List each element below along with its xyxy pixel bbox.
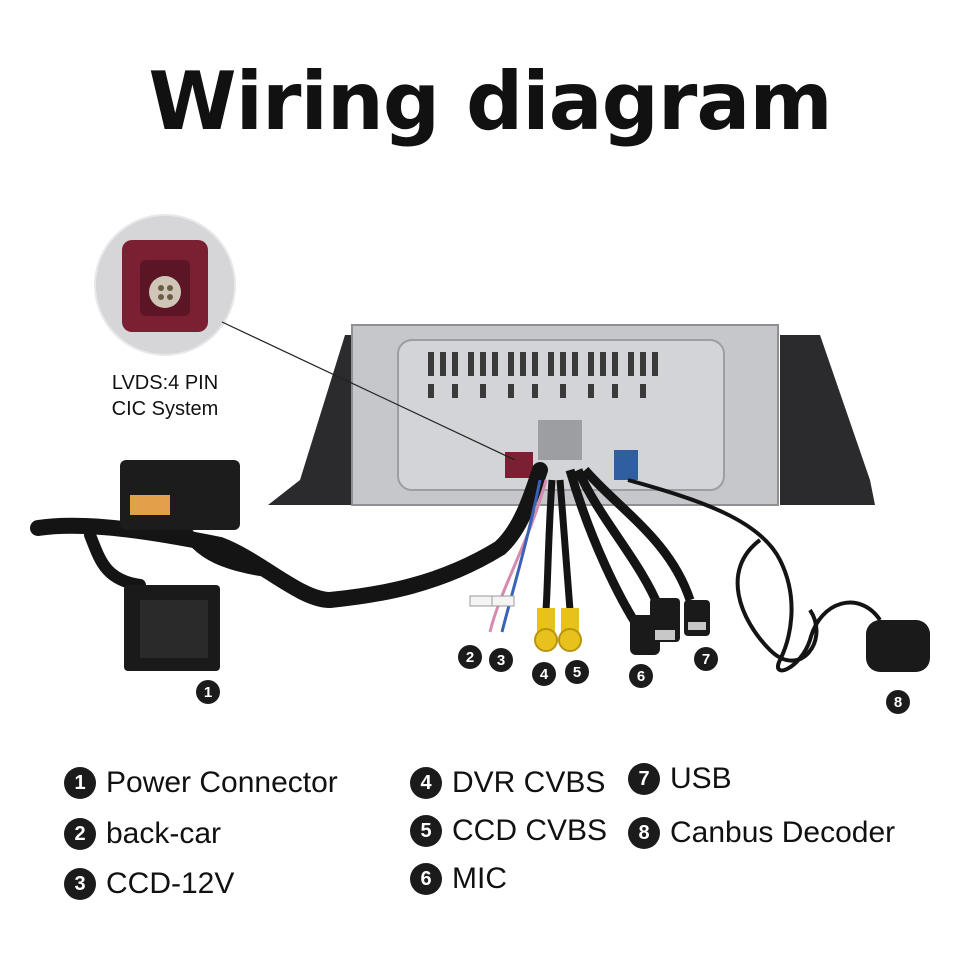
legend-label-8: Canbus Decoder bbox=[670, 816, 896, 849]
canbus-cable bbox=[627, 478, 930, 673]
legend-label-7: USB bbox=[670, 762, 732, 795]
marker-6: 6 bbox=[629, 664, 653, 688]
legend-num-7: 7 bbox=[628, 763, 660, 795]
legend-num-8: 8 bbox=[628, 817, 660, 849]
legend-item-6: 6 MIC bbox=[410, 863, 507, 895]
mic-usb-cables bbox=[565, 467, 710, 655]
marker-4: 4 bbox=[532, 662, 556, 686]
legend-num-3: 3 bbox=[64, 868, 96, 900]
rca-cables bbox=[534, 479, 582, 652]
legend-label-4: DVR CVBS bbox=[452, 766, 606, 799]
inset-caption-line1: LVDS:4 PIN bbox=[111, 372, 219, 394]
marker-1: 1 bbox=[196, 680, 220, 704]
legend-item-2: 2 back-car bbox=[64, 818, 221, 850]
fakra-port bbox=[614, 450, 638, 480]
marker-5: 5 bbox=[565, 660, 589, 684]
signal-wires bbox=[469, 479, 548, 633]
legend-item-1: 1 Power Connector bbox=[64, 767, 338, 799]
legend-num-5: 5 bbox=[410, 815, 442, 847]
legend-num-4: 4 bbox=[410, 767, 442, 799]
marker-2: 2 bbox=[458, 645, 482, 669]
legend-item-4: 4 DVR CVBS bbox=[410, 767, 605, 799]
legend-num-1: 1 bbox=[64, 767, 96, 799]
power-plug-upper bbox=[120, 460, 240, 530]
marker-3: 3 bbox=[489, 648, 513, 672]
legend-label-1: Power Connector bbox=[106, 766, 338, 799]
page-title: Wiring diagram bbox=[148, 55, 832, 148]
lvds-port bbox=[505, 452, 533, 478]
legend-label-5: CCD CVBS bbox=[452, 814, 608, 847]
marker-8: 8 bbox=[886, 690, 910, 714]
inset-caption-line2: CIC System bbox=[111, 398, 219, 420]
legend-item-8: 8 Canbus Decoder bbox=[628, 817, 895, 849]
marker-7: 7 bbox=[694, 647, 718, 671]
inset-caption: LVDS:4 PIN CIC System bbox=[100, 370, 230, 422]
legend-num-2: 2 bbox=[64, 818, 96, 850]
legend-label-2: back-car bbox=[106, 817, 222, 850]
legend-label-6: MIC bbox=[452, 862, 507, 895]
legend-num-6: 6 bbox=[410, 863, 442, 895]
legend-item-3: 3 CCD-12V bbox=[64, 868, 234, 900]
legend-item-5: 5 CCD CVBS bbox=[410, 815, 607, 847]
lvds-inset bbox=[94, 214, 516, 461]
legend-item-7: 7 USB bbox=[628, 763, 732, 795]
power-plug-main bbox=[124, 585, 220, 671]
legend-label-3: CCD-12V bbox=[106, 867, 235, 900]
vent-slots bbox=[428, 352, 658, 398]
